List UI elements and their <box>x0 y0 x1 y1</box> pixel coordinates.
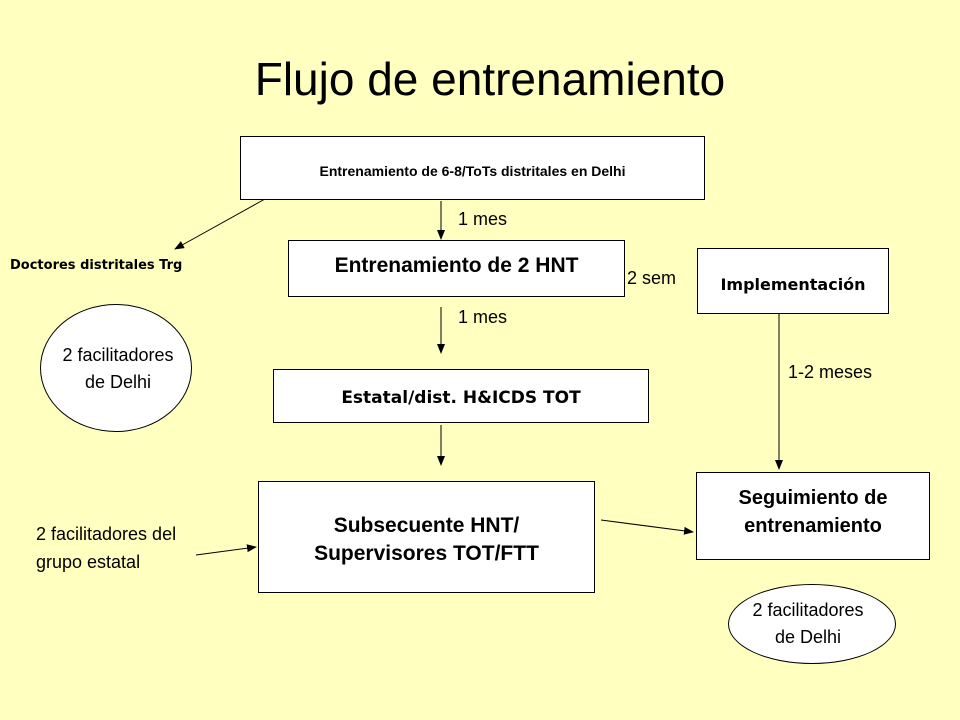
label-grupo-line1: 2 facilitadores del <box>36 524 177 544</box>
box-entrenamiento-tots-label: Entrenamiento de 6-8/ToTs distritales en… <box>319 163 626 179</box>
ellipse-facilitadores-left-text: 2 facilitadores de Delhi <box>30 342 206 396</box>
box-subsecuente-line2: Supervisores TOT/FTT <box>314 542 539 565</box>
ellipse-right-line1: 2 facilitadores <box>752 600 864 620</box>
box-estatal-tot-label: Estatal/dist. H&ICDS TOT <box>341 388 581 408</box>
label-grupo-line2: grupo estatal <box>36 552 141 572</box>
ellipse-right-line2: de Delhi <box>774 627 842 647</box>
label-2-sem: 2 sem <box>627 268 677 288</box>
box-entrenamiento-hnt-label: Entrenamiento de 2 HNT <box>334 253 579 277</box>
label-1-2-meses: 1-2 meses <box>788 362 873 382</box>
box-seguimiento-line2: entrenamiento <box>744 515 882 537</box>
arrow-subsecuente-to-seguimiento <box>600 519 694 535</box>
box-implementacion-label: Implementación <box>720 274 866 294</box>
box-seguimiento: Seguimiento de entrenamiento <box>696 472 930 560</box>
label-doctores-distritales: Doctores distritales Trg <box>10 258 183 273</box>
box-estatal-tot: Estatal/dist. H&ICDS TOT <box>273 369 649 423</box>
box-entrenamiento-tots: Entrenamiento de 6-8/ToTs distritales en… <box>240 136 705 200</box>
ellipse-left-line2: de Delhi <box>84 372 152 392</box>
arrow-grupo-to-subsecuente <box>195 544 257 556</box>
box-seguimiento-line1: Seguimiento de <box>738 487 888 509</box>
ellipse-facilitadores-right-text: 2 facilitadores de Delhi <box>720 597 896 651</box>
box-implementacion: Implementación <box>697 248 889 314</box>
ellipse-left-line1: 2 facilitadores <box>62 345 174 365</box>
ellipse-facilitadores-right <box>728 584 896 664</box>
label-1-mes-upper: 1 mes <box>458 209 508 229</box>
label-facilitadores-grupo-estatal: 2 facilitadores del grupo estatal <box>36 520 176 576</box>
box-entrenamiento-hnt: Entrenamiento de 2 HNT <box>288 240 625 297</box>
label-1-mes-lower: 1 mes <box>458 307 508 327</box>
arrow-top-to-doctores <box>174 198 266 250</box>
ellipse-facilitadores-left <box>40 304 192 432</box>
box-subsecuente: Subsecuente HNT/ Supervisores TOT/FTT <box>258 481 595 593</box>
box-subsecuente-line1: Subsecuente HNT/ <box>333 514 520 537</box>
slide-title: Flujo de entrenamiento <box>254 53 726 105</box>
